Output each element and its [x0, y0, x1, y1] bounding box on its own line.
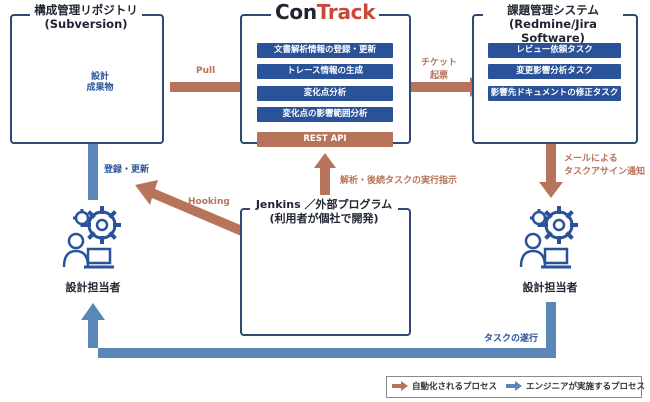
design-artifact-label-line2: 成果物 [86, 83, 114, 93]
repository-title-line1: 構成管理リポジトリ [34, 3, 138, 17]
legend-engineer-arrow-icon [506, 381, 522, 391]
legend-auto-label: 自動化されるプロセス [412, 382, 498, 392]
jenkins-box [240, 208, 411, 336]
issue-system-title: 課題管理システム (Redmine/Jira Software) [483, 3, 623, 45]
ticket-label-line2: 起票 [430, 71, 449, 81]
pull-label: Pull [196, 66, 216, 76]
analysis-instruction-label: 解析・後続タスクの実行指示 [340, 176, 458, 186]
contrack-logo-con: Con [275, 0, 317, 24]
issue-system-title-line1: 課題管理システム [507, 3, 599, 17]
contrack-box [240, 14, 411, 144]
rest-api-bar: REST API [257, 132, 393, 147]
repository-title: 構成管理リポジトリ (Subversion) [30, 3, 142, 31]
function-change-analysis: 変化点分析 [257, 86, 393, 101]
contrack-logo-track: Track [316, 0, 376, 24]
mail-notify-label-line2: タスクアサイン通知 [564, 167, 646, 177]
legend-engineer: エンジニアが実施するプロセス [506, 380, 645, 392]
task-loop-arrow [81, 302, 556, 358]
repository-title-line2: (Subversion) [44, 17, 128, 31]
issue-system-title-line2: (Redmine/Jira Software) [509, 17, 597, 45]
task-change-impact: 変更影響分析タスク [488, 64, 621, 79]
design-artifact-label-line1: 設計 [90, 72, 109, 82]
legend-engineer-label: エンジニアが実施するプロセス [526, 382, 646, 392]
jenkins-title-line2: (利用者が個社で開発) [269, 212, 379, 225]
function-impact-analysis: 変化点の影響範囲分析 [257, 107, 393, 122]
mail-arrow [539, 123, 563, 198]
jenkins-title-line1: Jenkins ／外部プログラム [255, 198, 393, 211]
contrack-logo: ConTrack [271, 0, 380, 24]
ticket-arrow [400, 77, 486, 97]
left-engineer-icon [62, 206, 121, 269]
task-exec-label: タスクの遂行 [484, 334, 539, 344]
ticket-label: チケット 起票 [421, 55, 457, 81]
right-engineer-icon [519, 206, 578, 269]
register-arrow [81, 124, 105, 200]
hooking-label: Hooking [188, 197, 230, 207]
mail-notify-label-line1: メールによる [564, 154, 618, 164]
design-artifact-label: 設計 成果物 [80, 72, 120, 94]
function-register-update: 文書解析情報の登録・更新 [257, 43, 393, 58]
task-doc-fix: 影響先ドキュメントの修正タスク [488, 86, 621, 101]
hooking-arrow [135, 180, 250, 238]
register-update-label: 登録・更新 [104, 165, 150, 175]
mail-notify-label: メールによる タスクアサイン通知 [564, 151, 645, 177]
right-engineer-label: 設計担当者 [522, 281, 578, 294]
legend-auto-arrow-icon [392, 381, 408, 391]
ticket-label-line1: チケット [421, 58, 458, 68]
pull-arrow [170, 77, 256, 97]
function-trace-generation: トレース情報の生成 [257, 64, 393, 79]
task-review-request: レビュー依頼タスク [488, 43, 621, 58]
left-engineer-label: 設計担当者 [65, 281, 121, 294]
legend-auto: 自動化されるプロセス [392, 380, 497, 392]
jenkins-title: Jenkins ／外部プログラム (利用者が個社で開発) [250, 198, 398, 226]
analysis-arrow [314, 153, 336, 195]
repository-box [10, 14, 164, 144]
